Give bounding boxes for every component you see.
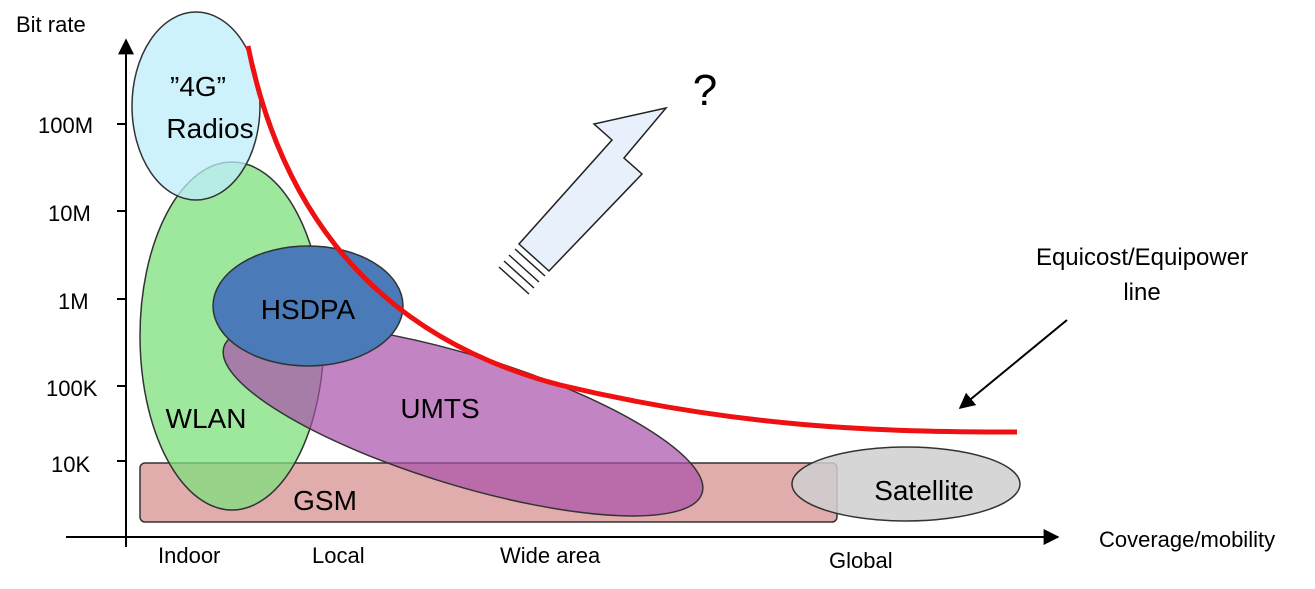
question-mark: ?	[693, 66, 717, 115]
satellite-region	[791, 446, 1021, 522]
hsdpa-label: HSDPA	[261, 294, 356, 325]
equicost-curve	[245, 45, 1018, 435]
radios-4g-region	[131, 11, 261, 201]
y-tick-label-100K: 100K	[46, 376, 98, 401]
hsdpa-region	[212, 245, 404, 367]
x-axis-label: Coverage/mobility	[1099, 527, 1275, 552]
x-tick-label-local: Local	[312, 543, 365, 568]
y-axis-label: Bit rate	[16, 12, 86, 37]
satellite-label: Satellite	[874, 475, 974, 506]
equicost-label-line1: Equicost/Equipower	[1036, 244, 1248, 271]
x-tick-label-indoor: Indoor	[158, 543, 220, 568]
equicost-label-line2: line	[1123, 279, 1160, 306]
y-tick-label-10M: 10M	[48, 201, 91, 226]
pointer-arrow	[958, 319, 1068, 410]
gsm-label: GSM	[293, 485, 357, 516]
x-tick-label-wide-area: Wide area	[500, 543, 601, 568]
y-tick-label-10K: 10K	[51, 452, 90, 477]
up-right-arrow-icon	[498, 106, 668, 295]
x-tick-label-global: Global	[829, 548, 893, 573]
umts-label: UMTS	[400, 393, 479, 424]
y-tick-label-1M: 1M	[58, 289, 89, 314]
y-tick-label-100M: 100M	[38, 113, 93, 138]
radios-4g-label-line2: Radios	[166, 113, 253, 144]
radios-4g-label-line1: ”4G”	[170, 71, 226, 102]
wlan-label: WLAN	[166, 403, 247, 434]
